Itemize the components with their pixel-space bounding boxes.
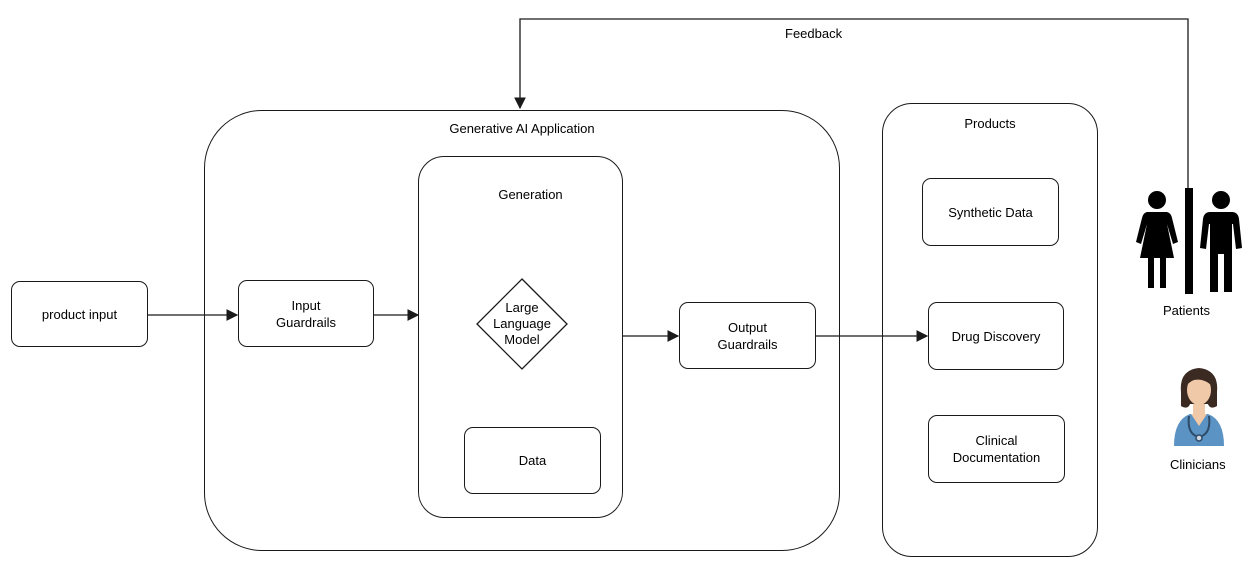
man-figure-icon — [1200, 191, 1242, 292]
products-title: Products — [964, 116, 1016, 131]
generation-title: Generation — [498, 187, 563, 202]
products-container: Products — [882, 103, 1098, 557]
data-label: Data — [518, 453, 547, 468]
product-clinical-documentation[interactable]: Clinical Documentation — [928, 415, 1065, 483]
product-drug-discovery-label: Drug Discovery — [951, 328, 1041, 344]
patients-icon — [1136, 188, 1242, 294]
data-node[interactable]: Data — [464, 427, 601, 494]
woman-figure-icon — [1136, 191, 1178, 288]
generation-container: Generation — [418, 156, 623, 518]
output-guardrails-label: Output Guardrails — [717, 319, 778, 352]
product-synthetic-data-label: Synthetic Data — [948, 204, 1033, 220]
product-synthetic-data[interactable]: Synthetic Data — [922, 178, 1059, 246]
product-input-label: product input — [41, 306, 118, 322]
patients-label: Patients — [1163, 303, 1210, 318]
clinician-avatar-icon — [1174, 368, 1224, 446]
clinicians-label: Clinicians — [1170, 457, 1226, 472]
input-guardrails-label: Input Guardrails — [276, 297, 336, 330]
feedback-label: Feedback — [785, 26, 843, 41]
product-clinical-documentation-label: Clinical Documentation — [952, 433, 1041, 465]
input-guardrails-node[interactable]: Input Guardrails — [238, 280, 374, 347]
generative-ai-application-title: Generative AI Application — [449, 121, 595, 136]
output-guardrails-node[interactable]: Output Guardrails — [679, 302, 816, 369]
product-input-node[interactable]: product input — [11, 281, 148, 347]
llm-diamond[interactable] — [475, 277, 569, 371]
generative-ai-application-container: Generative AI Application — [204, 110, 840, 551]
product-drug-discovery[interactable]: Drug Discovery — [928, 302, 1064, 370]
llm-label: Large Language Model — [493, 300, 551, 347]
